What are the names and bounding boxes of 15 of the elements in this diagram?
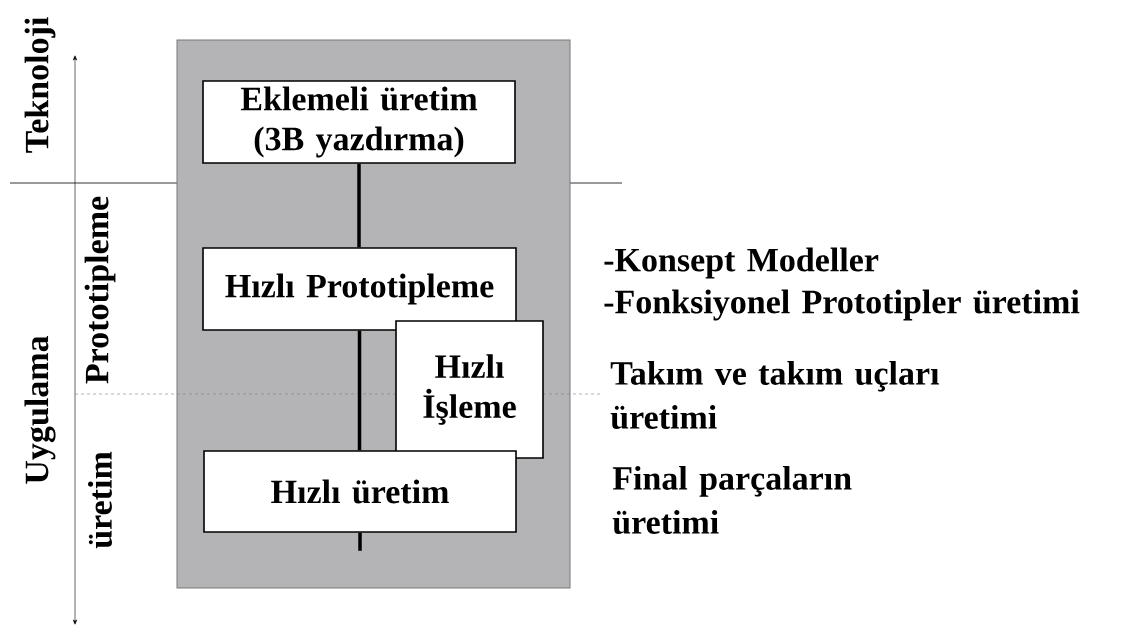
- application-note: -Konsept Modeller: [604, 247, 879, 279]
- connector-line: [358, 532, 362, 551]
- process-box: Hızlı Prototipleme: [202, 247, 517, 331]
- application-note: Final parçaların üretimi: [612, 466, 852, 534]
- process-box: Hızlı üretim: [203, 450, 517, 533]
- process-box: Eklemeli üretim (3B yazdırma): [202, 80, 516, 164]
- connector-line: [357, 163, 361, 248]
- process-box: Hızlı İşleme: [395, 320, 544, 459]
- connector-line: [357, 330, 362, 451]
- axis-label: Teknoloji: [24, 17, 56, 153]
- application-note: Takım ve takım uçları üretimi: [610, 361, 940, 429]
- axis-label: Prototipleme: [84, 196, 116, 384]
- application-note: -Fonksiyonel Prototipler üretimi: [604, 289, 1080, 321]
- axis-label: Uygulama: [24, 335, 56, 484]
- axis-label: üretim: [88, 451, 112, 549]
